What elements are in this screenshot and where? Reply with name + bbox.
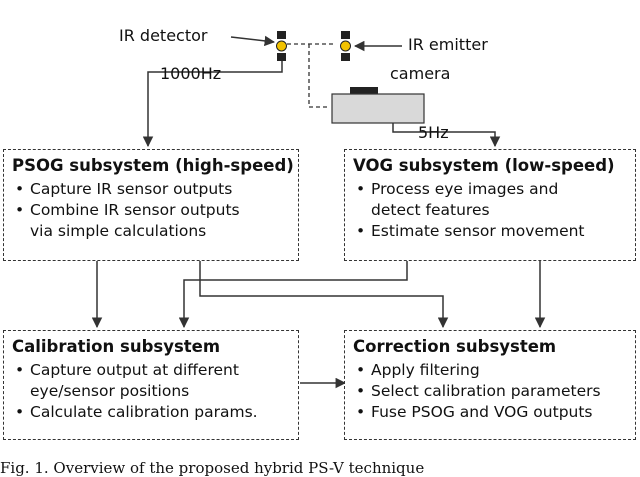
- calibration-items: Capture output at different eye/sensor p…: [12, 360, 290, 423]
- correction-item: Apply filtering: [353, 360, 627, 381]
- arrow-detector-to-psog: [142, 61, 283, 148]
- vog-title: VOG subsystem (low-speed): [353, 156, 615, 175]
- vog-item: Estimate sensor movement: [353, 221, 627, 242]
- correction-subsystem-box: Correction subsystem Apply filtering Sel…: [344, 330, 636, 440]
- psog-item: Capture IR sensor outputs: [12, 179, 290, 200]
- calibration-title: Calibration subsystem: [12, 337, 221, 356]
- calibration-item: Capture output at different: [12, 360, 290, 381]
- calibration-item: Calculate calibration params.: [12, 402, 290, 423]
- correction-item: Select calibration parameters: [353, 381, 627, 402]
- vog-item: Process eye images and: [353, 179, 627, 200]
- vog-items: Process eye images and detect features E…: [353, 179, 627, 242]
- ir-emitter-sensor-icon: [340, 31, 351, 61]
- rate-low-label: 5Hz: [418, 123, 449, 142]
- correction-title: Correction subsystem: [353, 337, 557, 356]
- ir-emitter-label: IR emitter: [408, 35, 488, 54]
- correction-item: Fuse PSOG and VOG outputs: [353, 402, 627, 423]
- psog-subsystem-box: PSOG subsystem (high-speed) Capture IR s…: [3, 149, 299, 261]
- vog-item: detect features: [371, 201, 490, 219]
- arrow-vog-to-calibration: [178, 261, 408, 329]
- correction-items: Apply filtering Select calibration param…: [353, 360, 627, 423]
- ir-detector-label: IR detector: [119, 26, 208, 45]
- arrow-camera-to-vog: [392, 123, 501, 148]
- psog-item: Combine IR sensor outputs: [12, 200, 290, 221]
- camera-label: camera: [390, 64, 451, 83]
- camera-icon: [331, 87, 425, 124]
- vog-subsystem-box: VOG subsystem (low-speed) Process eye im…: [344, 149, 636, 261]
- psog-items: Capture IR sensor outputs Combine IR sen…: [12, 179, 290, 242]
- calibration-subsystem-box: Calibration subsystem Capture output at …: [3, 330, 299, 440]
- arrow-psog-to-correction: [199, 261, 449, 329]
- ir-detector-sensor-icon: [276, 31, 287, 61]
- psog-item: via simple calculations: [30, 222, 207, 240]
- arrow-to-ir-detector: [230, 35, 276, 47]
- psog-title: PSOG subsystem (high-speed): [12, 156, 294, 175]
- dashed-link-camera: [308, 44, 330, 108]
- calibration-item: eye/sensor positions: [30, 382, 190, 400]
- figure-caption: Fig. 1. Overview of the proposed hybrid …: [0, 459, 425, 477]
- rate-high-label: 1000Hz: [160, 64, 222, 83]
